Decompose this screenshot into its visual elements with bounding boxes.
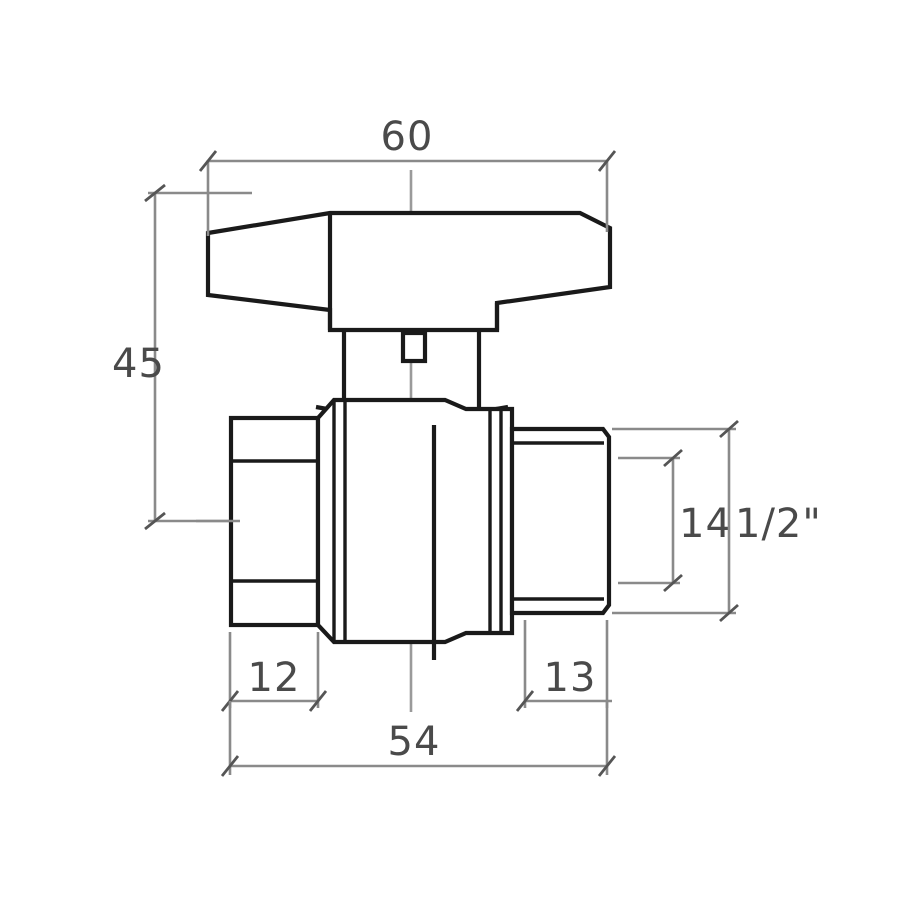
dimension-overall-height: 45 — [112, 183, 252, 531]
left-hex-nut — [228, 415, 321, 628]
dimension-left-nut-width: 12 — [220, 632, 328, 712]
dim-45-label: 45 — [112, 341, 165, 387]
stem-indicator-notch — [400, 330, 428, 364]
nipple-outline — [509, 426, 612, 616]
left-nut-body — [228, 415, 321, 628]
dim-54-tick-left — [220, 755, 240, 777]
dim-60-tick-right — [597, 150, 617, 172]
dim-12-label: 12 — [248, 655, 301, 701]
dim-12-tick-right — [308, 690, 328, 712]
dim-13-tick-left — [515, 690, 535, 712]
valve-body — [315, 397, 515, 660]
dim-54-tick-right — [597, 755, 617, 777]
dim-14-tick-bottom — [663, 573, 683, 593]
dim-54-label: 54 — [388, 719, 441, 765]
dim-60-label: 60 — [381, 114, 434, 160]
dimension-bore-diameter: 14 — [618, 448, 732, 593]
dim-45-tick-bottom — [144, 511, 166, 531]
dimension-right-thread-width: 13 — [515, 620, 612, 712]
body-outline — [315, 397, 515, 645]
dim-45-tick-top — [144, 183, 166, 203]
dim-13-label: 13 — [544, 655, 597, 701]
dim-half-tick-bottom — [719, 603, 739, 623]
dimension-thread-size: 1/2" — [612, 419, 822, 623]
dim-14-tick-top — [663, 448, 683, 468]
valve-handle — [205, 210, 613, 333]
dimension-overall-length: 54 — [220, 701, 617, 777]
dim-half-label: 1/2" — [735, 501, 822, 547]
dimension-handle-width: 60 — [198, 114, 617, 236]
dim-half-tick-top — [719, 419, 739, 439]
right-threaded-nipple — [509, 426, 612, 616]
dim-14-label: 14 — [679, 501, 732, 547]
handle-outline — [205, 210, 613, 333]
dim-60-tick-left — [198, 150, 218, 172]
